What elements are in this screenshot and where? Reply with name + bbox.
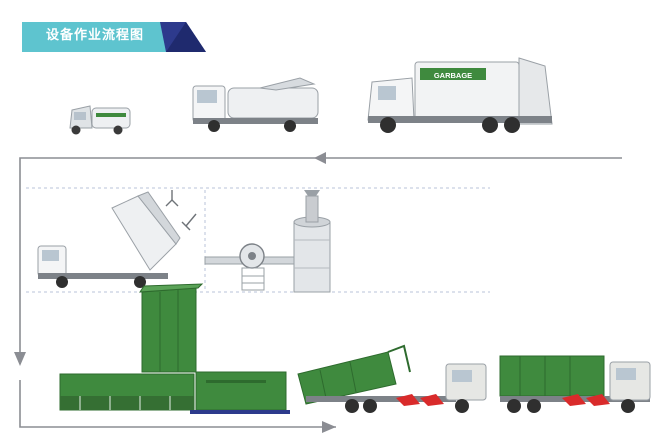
hooklift-truck-transport-icon: [499, 355, 651, 413]
rear-loader-garbage-truck-icon: GARBAGE: [367, 57, 553, 133]
flow-arrows: [14, 152, 336, 433]
flow-lines: [19, 157, 622, 428]
station-guides: [26, 187, 490, 293]
grab-crane-icon: [165, 190, 197, 231]
tipping-truck-unloading-icon: [37, 191, 181, 288]
arrow-right-icon: [322, 421, 336, 433]
arrow-left-icon: [314, 152, 326, 164]
garbage-label: GARBAGE: [434, 71, 472, 80]
page-title: 设备作业流程图: [46, 27, 145, 42]
hooklift-truck-loading-icon: [297, 344, 487, 413]
electric-tricycle-cleaner-icon: [69, 105, 131, 135]
container-on-platform-icon: [59, 371, 290, 414]
arrow-down-icon: [14, 352, 26, 366]
biofilter-tower-icon: [293, 190, 331, 293]
title-badge: [22, 22, 206, 52]
compressed-garbage-truck-icon: [192, 77, 319, 132]
deodorizing-fan-icon: [204, 243, 296, 291]
compression-hopper-icon: [139, 283, 204, 373]
